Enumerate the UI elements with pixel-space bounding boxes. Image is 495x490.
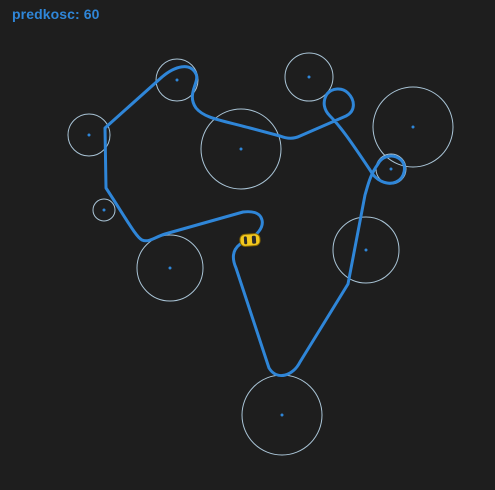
car-body [239,233,261,247]
obstacle-center-dot [168,266,172,270]
obstacle-8 [332,216,400,284]
obstacle-center-dot [364,248,368,252]
obstacle-5 [372,86,454,168]
obstacle-center-dot [102,208,106,212]
obstacle-center-dot [87,133,91,137]
obstacle-ring [372,86,454,168]
obstacle-center-dot [411,125,415,129]
obstacle-center-dot [389,167,393,171]
obstacle-1 [155,58,199,102]
obstacle-3 [67,113,111,157]
obstacles-layer [67,52,454,456]
obstacle-ring [67,113,111,157]
car-icon [239,233,261,247]
obstacle-ring [284,52,334,102]
obstacle-ring [200,108,282,190]
obstacle-ring [136,234,204,302]
car-window-front [251,235,257,244]
speed-readout: predkosc: 60 [12,6,100,22]
obstacle-9 [241,374,323,456]
track-path [103,65,406,378]
obstacle-center-dot [280,413,284,417]
obstacle-ring [155,58,199,102]
car-window-rear [243,236,248,245]
obstacle-center-dot [175,78,179,82]
obstacle-ring [332,216,400,284]
obstacle-7 [136,234,204,302]
obstacle-4 [200,108,282,190]
obstacle-center-dot [307,75,311,79]
obstacle-ring [92,198,116,222]
obstacle-6 [92,198,116,222]
obstacle-2 [284,52,334,102]
obstacle-center-dot [239,147,243,151]
